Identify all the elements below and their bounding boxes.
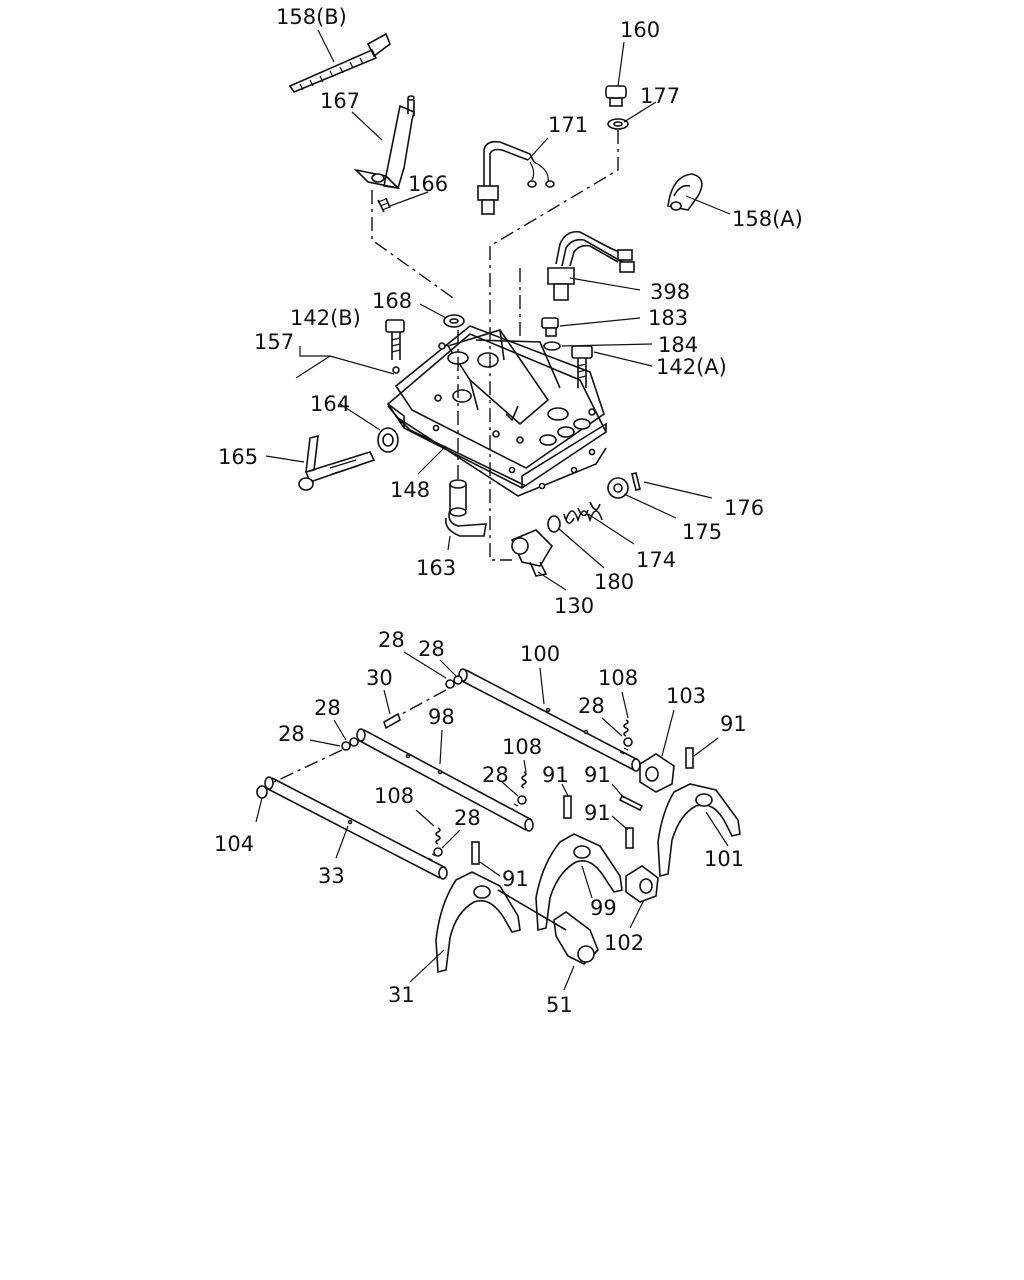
callout-165: 165 bbox=[218, 445, 258, 469]
callout-168: 168 bbox=[372, 289, 412, 313]
part-switch-398 bbox=[547, 230, 635, 301]
callout-28-d: 28 bbox=[314, 696, 341, 720]
part-balls-28 bbox=[341, 675, 633, 857]
callout-148: 148 bbox=[390, 478, 430, 502]
callout-142a: 142(A) bbox=[656, 355, 727, 379]
callout-91-c: 91 bbox=[584, 763, 611, 787]
part-fork-101 bbox=[657, 783, 741, 878]
callout-30: 30 bbox=[366, 666, 393, 690]
part-plug-175 bbox=[607, 477, 629, 499]
part-shaft-163 bbox=[444, 479, 487, 537]
callout-98: 98 bbox=[428, 705, 455, 729]
part-shift-piece-130 bbox=[510, 529, 554, 577]
callout-157: 157 bbox=[254, 330, 294, 354]
callout-167: 167 bbox=[320, 89, 360, 113]
callout-99: 99 bbox=[590, 896, 617, 920]
part-bolt-142b bbox=[385, 319, 405, 360]
part-shift-rail-98 bbox=[356, 728, 534, 832]
part-plug-183 bbox=[541, 317, 561, 351]
part-plug-160 bbox=[605, 85, 629, 130]
callout-28-g: 28 bbox=[454, 806, 481, 830]
callout-91-a: 91 bbox=[720, 712, 747, 736]
callout-180: 180 bbox=[594, 570, 634, 594]
callout-28-e: 28 bbox=[482, 763, 509, 787]
assembly-lines-upper bbox=[371, 130, 619, 561]
part-clamp bbox=[667, 173, 703, 211]
callout-102: 102 bbox=[604, 931, 644, 955]
callout-142b: 142(B) bbox=[290, 306, 361, 330]
part-pin-176 bbox=[631, 472, 641, 491]
callout-108-c: 108 bbox=[374, 784, 414, 808]
part-bracket bbox=[353, 95, 415, 190]
callout-108-b: 108 bbox=[502, 735, 542, 759]
part-block-102 bbox=[625, 865, 659, 903]
callout-164: 164 bbox=[310, 392, 350, 416]
part-block-103 bbox=[639, 753, 675, 793]
callout-163: 163 bbox=[416, 556, 456, 580]
callout-174: 174 bbox=[636, 548, 676, 572]
callout-28-c: 28 bbox=[578, 694, 605, 718]
callout-176: 176 bbox=[724, 496, 764, 520]
callout-158b: 158(B) bbox=[276, 5, 347, 29]
callout-171: 171 bbox=[548, 113, 588, 137]
part-shift-rail-33 bbox=[264, 776, 448, 880]
callout-183: 183 bbox=[648, 306, 688, 330]
part-plug-104 bbox=[256, 785, 268, 799]
part-lever bbox=[298, 434, 376, 491]
callout-184: 184 bbox=[658, 333, 698, 357]
callout-91-e: 91 bbox=[502, 867, 529, 891]
callout-91-d: 91 bbox=[584, 801, 611, 825]
callout-31: 31 bbox=[388, 983, 415, 1007]
assembly-lines-lower bbox=[273, 689, 447, 783]
leader-lines-upper bbox=[265, 29, 731, 591]
callout-labels: 158(B) 160 177 167 171 166 158(A) 398 16… bbox=[214, 5, 803, 1017]
part-washer-180 bbox=[547, 515, 561, 533]
callout-101: 101 bbox=[704, 847, 744, 871]
part-block-51 bbox=[497, 889, 599, 965]
part-fork-99 bbox=[535, 833, 623, 932]
callout-398: 398 bbox=[650, 280, 690, 304]
callout-28-a: 28 bbox=[378, 628, 405, 652]
callout-91-b: 91 bbox=[542, 763, 569, 787]
part-springs-108 bbox=[435, 719, 629, 845]
part-bushing bbox=[377, 427, 399, 453]
callout-175: 175 bbox=[682, 520, 722, 544]
callout-108-a: 108 bbox=[598, 666, 638, 690]
part-gasket bbox=[387, 405, 607, 497]
callout-166: 166 bbox=[408, 172, 448, 196]
callout-160: 160 bbox=[620, 18, 660, 42]
callout-28-f: 28 bbox=[278, 722, 305, 746]
leader-lines-lower bbox=[255, 651, 729, 991]
callout-158a: 158(A) bbox=[732, 207, 803, 231]
callout-130: 130 bbox=[554, 594, 594, 618]
part-shift-cover bbox=[386, 325, 608, 489]
part-spring bbox=[563, 501, 603, 524]
callout-33: 33 bbox=[318, 864, 345, 888]
callout-103: 103 bbox=[666, 684, 706, 708]
callout-104: 104 bbox=[214, 832, 254, 856]
part-cable-tie bbox=[288, 32, 391, 93]
part-pin-30 bbox=[383, 712, 401, 730]
callout-100: 100 bbox=[520, 642, 560, 666]
part-bolt-166 bbox=[377, 197, 391, 213]
callout-177: 177 bbox=[640, 84, 680, 108]
callout-51: 51 bbox=[546, 993, 573, 1017]
callout-28-b: 28 bbox=[418, 637, 445, 661]
part-fork-31 bbox=[435, 871, 521, 974]
part-switch-171 bbox=[477, 140, 555, 215]
